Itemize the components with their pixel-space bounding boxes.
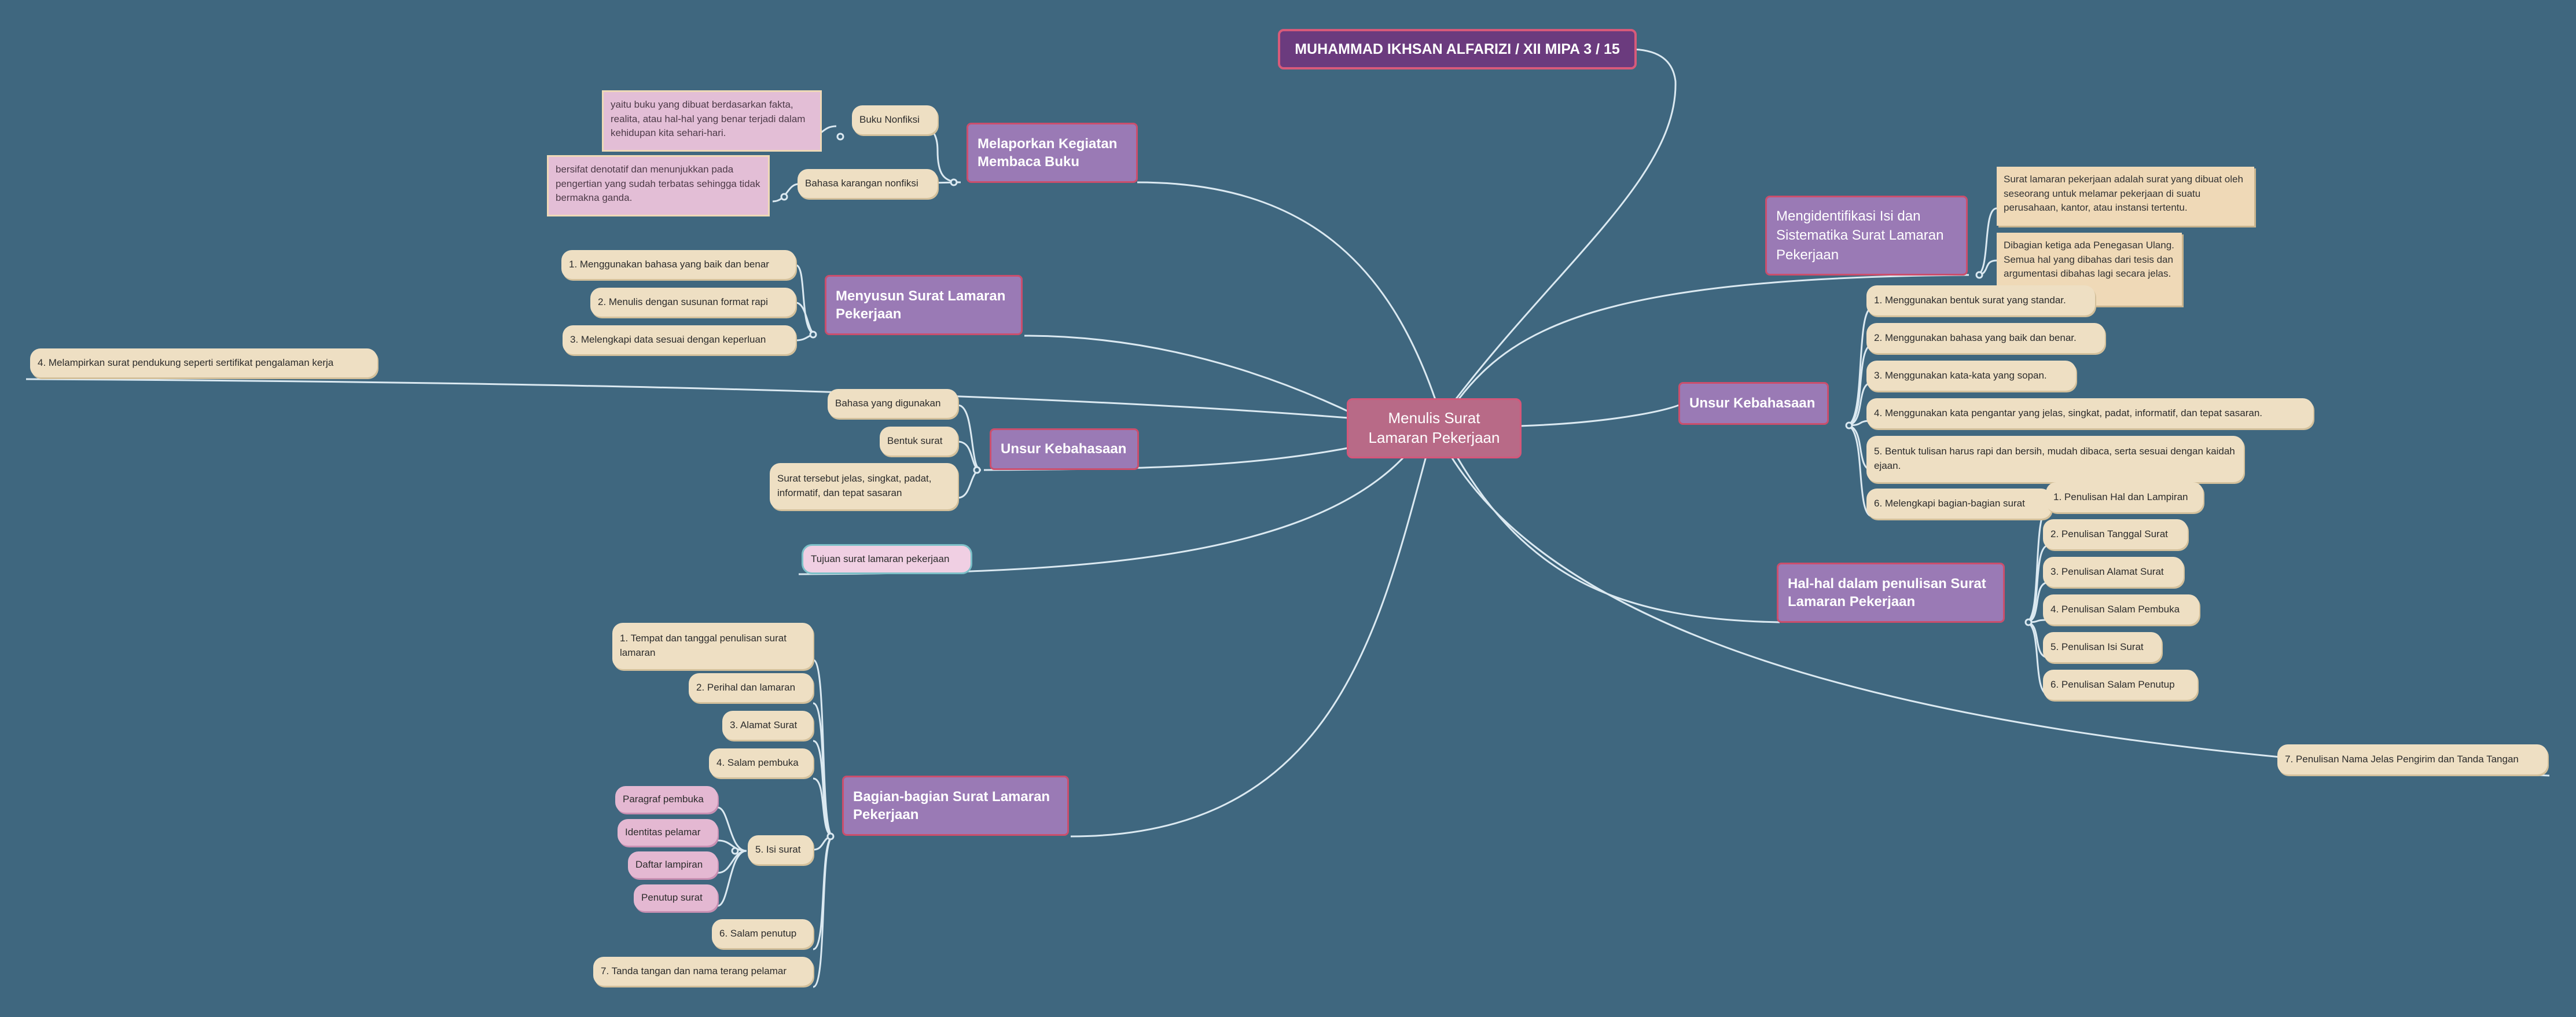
pill-bagian-7[interactable]: 7. Tanda tangan dan nama terang pelamar [593, 957, 813, 986]
pill-tujuan[interactable]: Tujuan surat lamaran pekerjaan [802, 544, 972, 574]
central-topic[interactable]: Menulis Surat Lamaran Pekerjaan [1347, 398, 1522, 458]
pill-isi-identitas[interactable]: Identitas pelamar [618, 819, 718, 846]
pill-isi-daftar[interactable]: Daftar lampiran [628, 851, 718, 878]
branch-menyusun[interactable]: Menyusun Surat Lamaran Pekerjaan [825, 275, 1023, 335]
branch-bagian[interactable]: Bagian-bagian Surat Lamaran Pekerjaan [842, 776, 1069, 836]
pill-menyusun-3[interactable]: 3. Melengkapi data sesuai dengan keperlu… [563, 325, 796, 354]
pill-isi-paragraf[interactable]: Paragraf pembuka [615, 786, 718, 813]
pill-bagian-3[interactable]: 3. Alamat Surat [722, 711, 813, 740]
pill-hal-2[interactable]: 2. Penulisan Tanggal Surat [2043, 519, 2188, 549]
pill-unsur-r3[interactable]: 3. Menggunakan kata-kata yang sopan. [1866, 361, 2076, 391]
pill-penulisan-nama[interactable]: 7. Penulisan Nama Jelas Pengirim dan Tan… [2277, 744, 2548, 774]
branch-hal-hal[interactable]: Hal-hal dalam penulisan Surat Lamaran Pe… [1777, 563, 2005, 623]
pill-unsur-r2[interactable]: 2. Menggunakan bahasa yang baik dan bena… [1866, 323, 2105, 353]
pill-unsur-r1[interactable]: 1. Menggunakan bentuk surat yang standar… [1866, 285, 2095, 315]
pill-unsur-r5[interactable]: 5. Bentuk tulisan harus rapi dan bersih,… [1866, 436, 2244, 482]
pill-hal-5[interactable]: 5. Penulisan Isi Surat [2043, 632, 2162, 662]
pill-surat-jelas[interactable]: Surat tersebut jelas, singkat, padat, in… [770, 463, 958, 509]
branch-melaporkan[interactable]: Melaporkan Kegiatan Membaca Buku [967, 123, 1138, 183]
pill-unsur-r6[interactable]: 6. Melengkapi bagian-bagian surat [1866, 489, 2052, 519]
note-bahasa-karangan: bersifat denotatif dan menunjukkan pada … [547, 155, 770, 216]
pill-bagian-6[interactable]: 6. Salam penutup [712, 919, 813, 948]
pill-menyusun-2[interactable]: 2. Menulis dengan susunan format rapi [590, 288, 796, 317]
pill-bagian-5[interactable]: 5. Isi surat [748, 835, 813, 864]
pill-hal-1[interactable]: 1. Penulisan Hal dan Lampiran [2046, 482, 2203, 512]
pill-menyusun-1[interactable]: 1. Menggunakan bahasa yang baik dan bena… [561, 250, 796, 279]
note-definisi-surat: Surat lamaran pekerjaan adalah surat yan… [1997, 167, 2254, 226]
pill-bagian-1[interactable]: 1. Tempat dan tanggal penulisan surat la… [612, 623, 813, 669]
pill-buku-nonfiksi[interactable]: Buku Nonfiksi [852, 105, 938, 134]
branch-mengidentifikasi[interactable]: Mengidentifikasi Isi dan Sistematika Sur… [1765, 196, 1968, 276]
pill-bentuk-surat[interactable]: Bentuk surat [880, 427, 958, 456]
pill-hal-3[interactable]: 3. Penulisan Alamat Surat [2043, 557, 2184, 587]
pill-bahasa-digunakan[interactable]: Bahasa yang digunakan [828, 389, 958, 418]
pill-hal-6[interactable]: 6. Penulisan Salam Penutup [2043, 670, 2197, 700]
pill-isi-penutup[interactable]: Penutup surat [634, 884, 718, 911]
branch-unsur-left[interactable]: Unsur Kebahasaan [990, 428, 1139, 470]
pill-bagian-2[interactable]: 2. Perihal dan lamaran [689, 673, 813, 702]
note-buku-nonfiksi: yaitu buku yang dibuat berdasarkan fakta… [602, 90, 822, 152]
pill-bahasa-karangan[interactable]: Bahasa karangan nonfiksi [798, 169, 938, 198]
branch-unsur-right[interactable]: Unsur Kebahasaan [1678, 382, 1829, 425]
pill-hal-4[interactable]: 4. Penulisan Salam Pembuka [2043, 594, 2199, 625]
page-title: MUHAMMAD IKHSAN ALFARIZI / XII MIPA 3 / … [1278, 29, 1637, 69]
pill-unsur-r4[interactable]: 4. Menggunakan kata pengantar yang jelas… [1866, 398, 2313, 428]
pill-bagian-4[interactable]: 4. Salam pembuka [709, 748, 813, 777]
pill-melampirkan[interactable]: 4. Melampirkan surat pendukung seperti s… [30, 348, 377, 377]
